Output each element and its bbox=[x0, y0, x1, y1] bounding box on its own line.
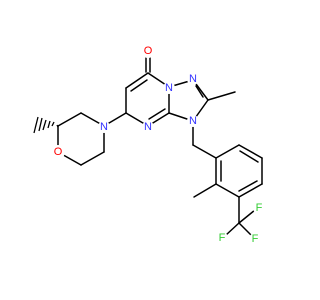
bond-ar-4-5-double bbox=[238, 180, 258, 192]
bond-cf3-f-bottom bbox=[238, 222, 253, 237]
atom-n-ring-top: N bbox=[189, 73, 197, 85]
bond-n2-c3-double bbox=[195, 85, 204, 98]
bond-morph-c2-c3 bbox=[57, 112, 82, 127]
atom-fluorine-left: F bbox=[219, 232, 226, 244]
bond-cf3-f-left bbox=[225, 222, 240, 236]
bonds bbox=[33, 56, 263, 237]
bond-ar-1-2 bbox=[215, 144, 240, 159]
stereo-hash-bond bbox=[33, 116, 59, 134]
molecule-diagram: O N N N N N O F F F bbox=[33, 44, 265, 245]
bond-ch2-ar bbox=[192, 144, 217, 159]
bond-c8a-n4-double bbox=[148, 108, 166, 120]
structure-svg: O N N N N N O F F F bbox=[33, 44, 265, 245]
bond-ar-methyl bbox=[193, 183, 217, 198]
bond-c6-c7-double bbox=[130, 79, 148, 92]
bond-morph-c5-c6 bbox=[80, 151, 105, 166]
atom-n-morpholine: N bbox=[100, 121, 108, 133]
bond-ar-4-5 bbox=[238, 183, 263, 198]
bond-c3-methyl bbox=[207, 91, 236, 101]
bond-ar-2-3-double bbox=[239, 150, 259, 163]
atoms: O N N N N N O F F F bbox=[51, 44, 265, 245]
atom-fluorine-bottom: F bbox=[252, 233, 259, 245]
bond-ar-2-3 bbox=[238, 144, 263, 159]
atom-fluorine-top: F bbox=[256, 202, 263, 214]
atom-morpholine-oxygen: O bbox=[54, 146, 63, 158]
atom-n-ring-benzyl: N bbox=[189, 115, 197, 127]
atom-carbonyl-oxygen: O bbox=[144, 45, 153, 57]
atom-n-pyrimidine: N bbox=[144, 121, 152, 133]
atom-n-bridge: N bbox=[165, 82, 173, 94]
bond-ar-5-6 bbox=[215, 183, 240, 198]
bond-cf3-f-top bbox=[238, 209, 256, 224]
bond-c6-c7 bbox=[125, 72, 149, 89]
